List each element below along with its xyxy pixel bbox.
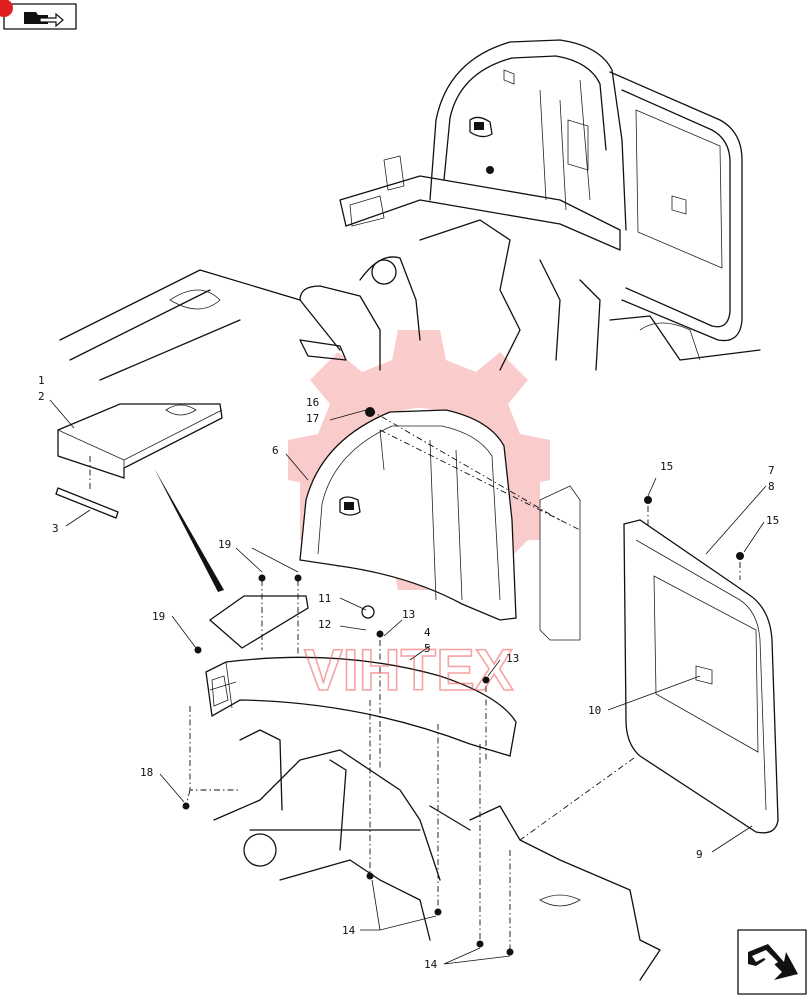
callout-9: 9 (696, 848, 703, 861)
callout-18: 18 (140, 766, 153, 779)
leader-lines (49, 399, 767, 965)
callout-2: 2 (38, 390, 45, 403)
part-front-cover (205, 595, 517, 757)
assembly-lines (89, 409, 741, 952)
next-page-button[interactable] (737, 929, 807, 995)
callout-15a: 15 (660, 460, 673, 473)
watermark-text: VIHTEX (304, 638, 514, 703)
callout-14b: 14 (424, 958, 438, 971)
callout-3: 3 (52, 522, 59, 535)
callout-11: 11 (318, 592, 331, 605)
status-badge (0, 0, 13, 17)
part-cover-plate (55, 403, 224, 592)
callout-6: 6 (272, 444, 279, 457)
next-arrow-icon (748, 944, 798, 980)
callout-13a: 13 (402, 608, 415, 621)
fasteners (182, 574, 514, 956)
callout-16: 16 (306, 396, 319, 409)
callout-10: 10 (588, 704, 601, 717)
callout-5: 5 (424, 642, 431, 655)
callout-19b: 19 (152, 610, 165, 623)
folder-arrow-icon (24, 12, 64, 28)
cab-assembly (59, 39, 761, 381)
callout-12: 12 (318, 618, 331, 631)
callout-7: 7 (768, 464, 775, 477)
top-nav-button[interactable] (3, 3, 77, 30)
bottom-frame (213, 729, 661, 981)
callout-13b: 13 (506, 652, 519, 665)
callout-15b: 15 (766, 514, 779, 527)
callout-4: 4 (424, 626, 431, 639)
callout-14a: 14 (342, 924, 356, 937)
callouts: 1 2 3 6 16 17 19 19 11 12 13 4 5 13 18 1… (38, 374, 779, 971)
callout-1: 1 (38, 374, 45, 387)
part-inner-panel (299, 407, 581, 641)
callout-19a: 19 (218, 538, 231, 551)
callout-8: 8 (768, 480, 775, 493)
callout-17: 17 (306, 412, 319, 425)
part-door-panel (623, 496, 779, 834)
